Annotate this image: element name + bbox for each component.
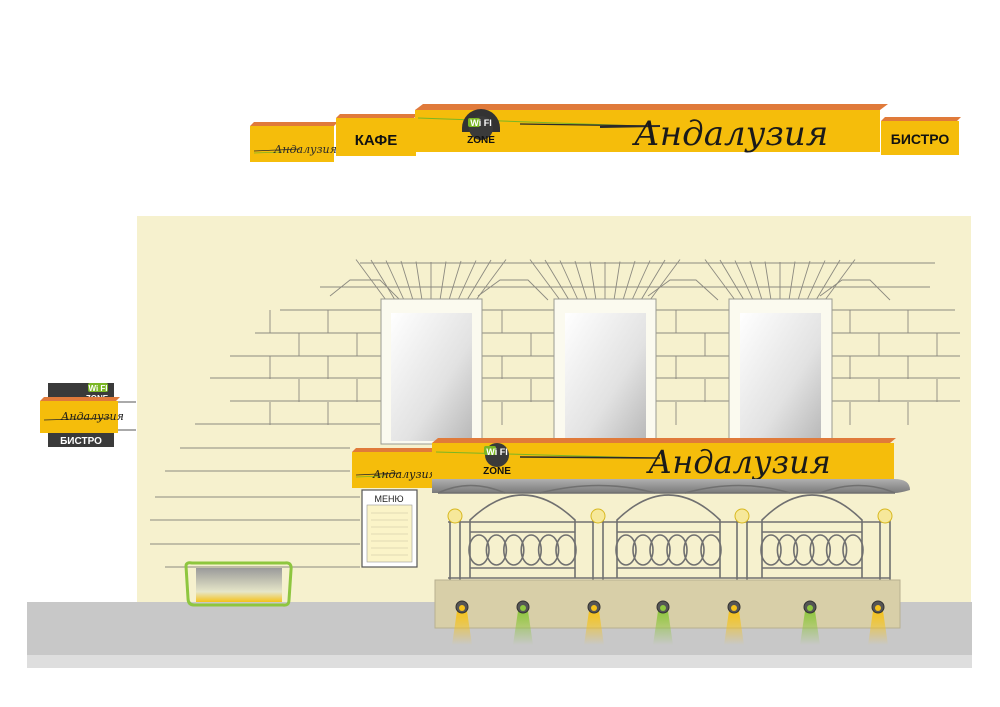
wall-sign-bistro: БИСТРО — [60, 436, 102, 447]
awning-edge — [432, 479, 910, 493]
top-sign-strip: Андалузия КАФЕ Wi FI ZONE Андалузия — [250, 104, 961, 162]
wifi-zone-label: ZONE — [483, 466, 511, 477]
cafe-label: КАФЕ — [355, 132, 397, 149]
main-logo-box: Wi FI ZONE Андалузия — [415, 104, 888, 154]
street-planter — [184, 561, 293, 607]
windows — [380, 298, 833, 445]
wifi-label: Wi FI — [470, 118, 491, 128]
bistro-label: БИСТРО — [891, 131, 950, 147]
window — [728, 298, 833, 445]
window — [380, 298, 483, 445]
menu-board-title: МЕНЮ — [374, 494, 403, 504]
canopy-sign: Андалузия Wi FI ZONE Андалузия — [352, 438, 896, 488]
wall-mounted-sign: Wi FI ZONE Андалузия БИСТРО — [40, 383, 136, 447]
small-logo-box: Андалузия — [250, 122, 338, 162]
canopy-main-logo: Андалузия — [646, 443, 831, 481]
wifi-label: Wi FI — [88, 384, 107, 393]
wifi-zone-label: ZONE — [467, 135, 495, 146]
canopy-small-logo: Андалузия — [372, 468, 436, 481]
window — [553, 298, 657, 445]
window-arches — [329, 259, 891, 301]
ground-lights — [452, 600, 888, 645]
menu-board: МЕНЮ — [361, 489, 418, 568]
small-logo-text: Андалузия — [273, 143, 337, 156]
wall-sign-logo: Андалузия — [60, 410, 124, 423]
cafe-box: КАФЕ — [336, 114, 418, 156]
terrace-railing — [437, 484, 896, 580]
wifi-zone-icon: Wi FI ZONE — [483, 443, 511, 477]
wifi-zone-icon: Wi FI ZONE — [462, 109, 500, 146]
main-logo-text: Андалузия — [632, 114, 828, 154]
railing-lamps — [447, 508, 893, 524]
wifi-label: Wi FI — [486, 447, 507, 457]
bistro-box: БИСТРО — [881, 117, 961, 155]
curb — [27, 655, 972, 668]
